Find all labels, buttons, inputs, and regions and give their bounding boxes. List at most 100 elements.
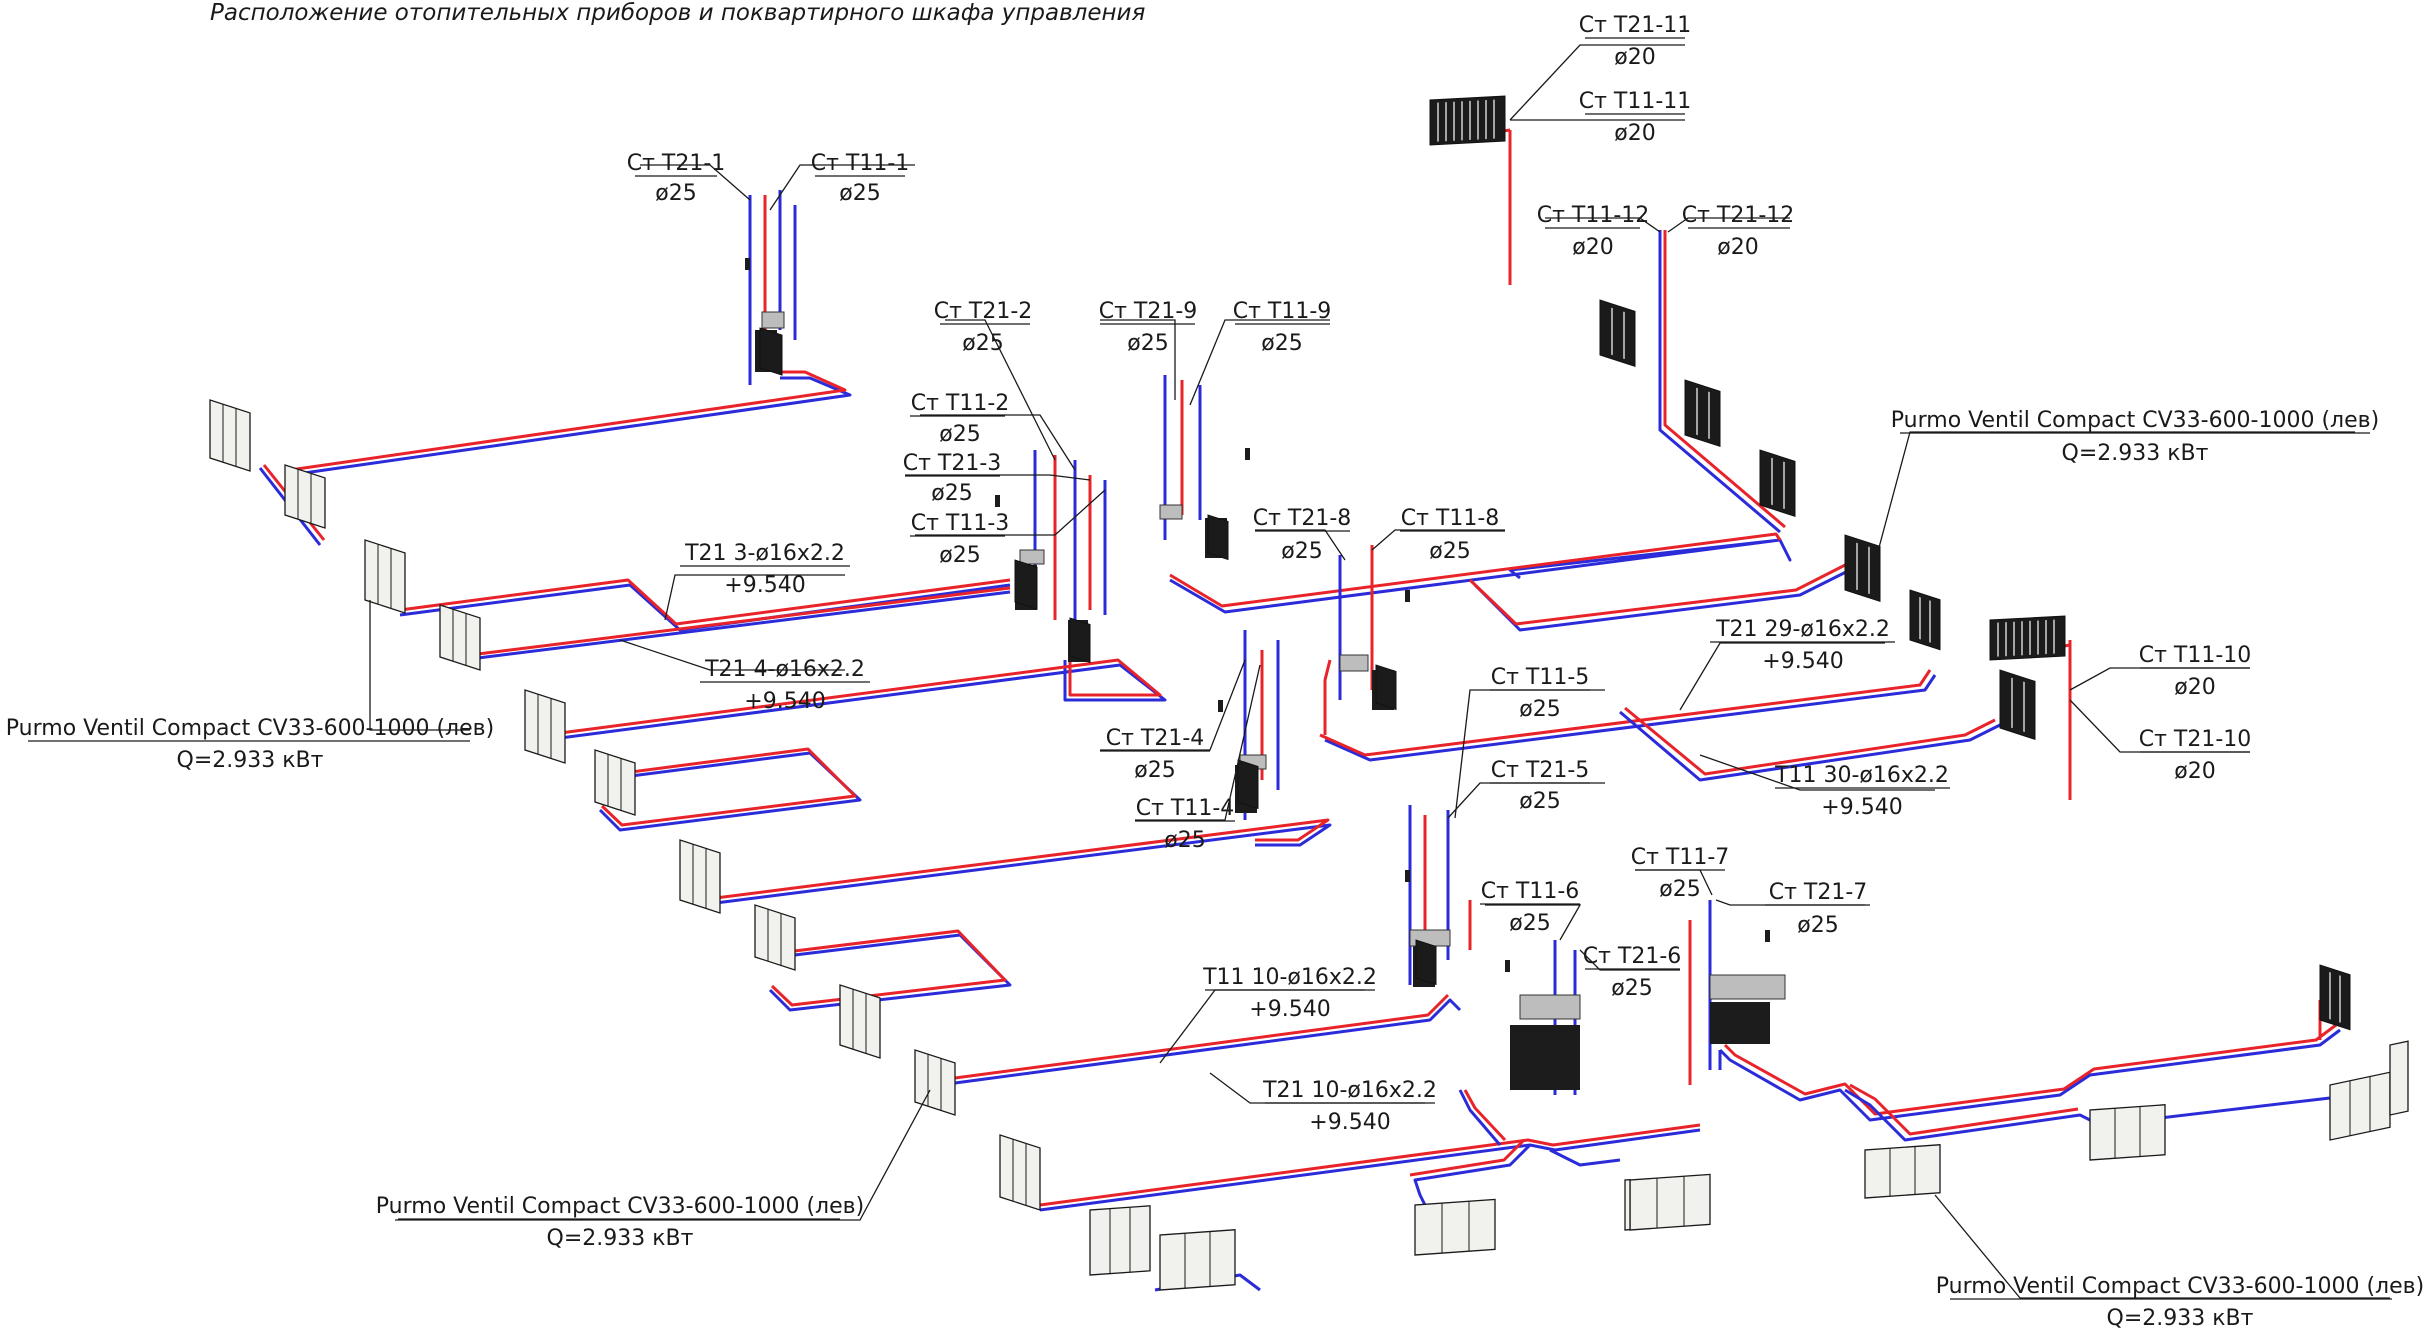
pipe-supply <box>599 747 857 827</box>
radiator <box>999 1134 1041 1211</box>
pipe-return <box>1039 1128 1701 1212</box>
pipe-return <box>598 751 862 832</box>
radiator <box>1864 1144 1941 1199</box>
radiator-dark <box>1375 664 1397 711</box>
leader-line <box>1679 642 1885 711</box>
radiator <box>1159 1229 1236 1291</box>
pipe-return <box>544 660 1167 742</box>
leader-line <box>1100 319 1176 400</box>
leader-line <box>369 600 470 731</box>
radiator-dark <box>1989 615 2066 661</box>
label-pipe-t11-10: Т11 10-ø16х2.2 <box>1202 965 1377 990</box>
label-t11-1-diameter: ø25 <box>839 181 880 206</box>
label-t21-4: Ст Т21-4 <box>1106 726 1205 751</box>
label-t11-7: Ст Т11-7 <box>1631 845 1730 870</box>
radiator-dark <box>2319 964 2351 1031</box>
label-t11-4: Ст Т11-4 <box>1136 796 1235 821</box>
label-t11-3: Ст Т11-3 <box>911 511 1010 536</box>
pipe-return <box>1549 1148 1621 1167</box>
label-t21-7: Ст Т21-7 <box>1769 880 1868 905</box>
label-radiator-power-top-right: Q=2.933 кВт <box>2062 441 2209 466</box>
label-t21-9: Ст Т21-9 <box>1099 299 1198 324</box>
label-underlines <box>28 37 2392 1300</box>
leader-line <box>1135 664 1261 821</box>
label-t11-8: Ст Т11-8 <box>1401 506 1500 531</box>
leader-line <box>1579 949 1680 971</box>
label-pipe-t21-4: Т21 4-ø16х2.2 <box>704 657 865 682</box>
label-t11-9-diameter: ø25 <box>1261 331 1302 356</box>
wall-fitting-icon <box>1765 930 1770 942</box>
pipe-supply <box>544 658 1162 737</box>
pipe-supply <box>289 370 847 472</box>
wall-fitting-icon <box>745 258 750 270</box>
pipe-supply <box>1468 558 1856 626</box>
pipe-supply <box>699 818 1330 902</box>
label-t21-8: Ст Т21-8 <box>1253 506 1352 531</box>
pipe-supply <box>1663 395 1786 529</box>
radiator-dark <box>1599 299 1636 368</box>
label-t21-2: Ст Т21-2 <box>934 299 1033 324</box>
label-t21-7-diameter: ø25 <box>1797 913 1838 938</box>
label-t21-1: Ст Т21-1 <box>627 151 726 176</box>
pipe-supply <box>1039 1123 1701 1207</box>
label-t11-6-diameter: ø25 <box>1509 911 1550 936</box>
label-t21-6: Ст Т21-6 <box>1583 944 1682 969</box>
radiator-dark <box>1909 589 1941 651</box>
cabinet-apartment-7 <box>1709 974 1786 1044</box>
pipe-return <box>1458 1089 1502 1146</box>
radiator <box>209 399 251 472</box>
label-t21-3-diameter: ø25 <box>931 481 972 506</box>
leader-line <box>905 474 1091 481</box>
leader-line <box>1100 659 1246 751</box>
radiators <box>209 399 2409 1291</box>
radiator <box>284 464 326 529</box>
radiator <box>914 1049 956 1116</box>
radiator-dark <box>1844 534 1881 603</box>
label-pipe-t21-10-elevation: +9.540 <box>1309 1110 1390 1135</box>
labels: Ст Т21-11 ø20 Ст Т11-11 ø20 Ст Т21-1 ø25… <box>6 13 2424 1331</box>
pipe-return <box>768 933 1012 1012</box>
wall-fitting-icon <box>1218 700 1223 712</box>
radiator-dark <box>1207 514 1229 561</box>
radiator-dark <box>759 327 783 376</box>
label-t21-9-diameter: ø25 <box>1127 331 1168 356</box>
label-radiator-power-left: Q=2.933 кВт <box>177 748 324 773</box>
label-radiator-spec-bottom-left: Purmo Ventil Compact CV33-600-1000 (лев) <box>376 1194 864 1219</box>
label-t11-5-diameter: ø25 <box>1519 697 1560 722</box>
label-t11-12-diameter: ø20 <box>1572 235 1613 260</box>
label-t11-2-diameter: ø25 <box>939 422 980 447</box>
radiator <box>594 749 636 816</box>
radiator-dark <box>1415 939 1437 986</box>
label-t21-11-diameter: ø20 <box>1614 45 1655 70</box>
label-t21-5-diameter: ø25 <box>1519 789 1560 814</box>
label-t11-9: Ст Т11-9 <box>1233 299 1332 324</box>
pipe-return <box>1413 1143 1532 1216</box>
label-t11-7-diameter: ø25 <box>1659 877 1700 902</box>
label-t11-12: Ст Т11-12 <box>1537 203 1650 228</box>
label-t21-5: Ст Т21-5 <box>1491 758 1590 783</box>
radiator <box>364 539 406 614</box>
leader-line <box>1545 217 1661 233</box>
label-radiator-spec-top-right: Purmo Ventil Compact CV33-600-1000 (лев) <box>1891 408 2379 433</box>
label-pipe-t21-3-elevation: +9.540 <box>724 573 805 598</box>
label-t11-10-diameter: ø20 <box>2174 675 2215 700</box>
wall-fitting-icon <box>1405 870 1410 882</box>
label-t21-12-diameter: ø20 <box>1717 235 1758 260</box>
label-pipe-t21-3: Т21 3-ø16х2.2 <box>684 541 845 566</box>
label-t21-11: Ст Т21-11 <box>1579 13 1692 38</box>
radiator <box>2089 1104 2166 1161</box>
leader-line <box>1189 319 1330 406</box>
pipe-return <box>1658 395 1781 534</box>
radiator <box>1629 1173 1711 1231</box>
pipe-supply <box>1319 669 1932 757</box>
leader-line <box>1485 904 1582 941</box>
risers <box>748 190 1667 1095</box>
label-t21-3: Ст Т21-3 <box>903 451 1002 476</box>
leader-line <box>1934 1194 2390 1299</box>
label-t21-10-diameter: ø20 <box>2174 759 2215 784</box>
leader-line <box>945 319 1056 461</box>
pipe-supply <box>399 578 1011 626</box>
pipe-supply <box>1323 659 1332 735</box>
label-radiator-power-bottom-left: Q=2.933 кВт <box>547 1226 694 1251</box>
